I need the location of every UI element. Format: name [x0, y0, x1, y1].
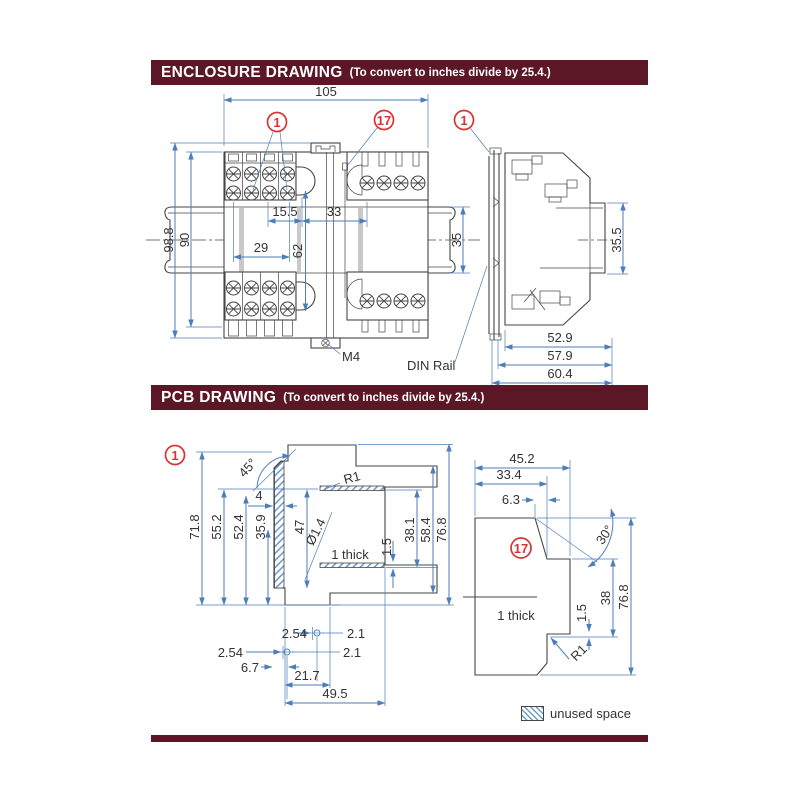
dim-h4: 35.9 [253, 514, 268, 539]
callout-side-1: 1 [453, 109, 490, 153]
terminal-block-top-right [346, 151, 429, 201]
din-rail-side [488, 147, 502, 341]
dim-slot-width: 4 [255, 488, 262, 503]
dim-notch-h-17: 38 [598, 591, 613, 605]
callout-number: 1 [171, 448, 178, 463]
dim-overall-width: 105 [315, 84, 337, 99]
dim-row-span: 62 [290, 244, 305, 258]
enclosure-side-dimensions: 35.5 52.9 57.9 60.4 DIN Rail [407, 202, 628, 387]
dim-body-height: 90 [177, 233, 192, 247]
callout-number: 1 [460, 113, 467, 128]
label-m4-screw: M4 [342, 349, 360, 364]
dim-lip-17: 1.5 [574, 604, 589, 622]
unused-space-strip-bottom [319, 562, 385, 568]
enclosure-header-title: ENCLOSURE DRAWING [161, 63, 343, 81]
unused-space-swatch [521, 706, 544, 721]
unused-space-strip-top [319, 485, 385, 491]
dim-h-overall: 76.8 [434, 517, 449, 542]
enclosure-section-header: ENCLOSURE DRAWING (To convert to inches … [151, 60, 648, 85]
dim-can-height: 35.5 [609, 227, 624, 252]
pcb-header-title: PCB DRAWING [161, 388, 277, 406]
pcb-section-header: PCB DRAWING (To convert to inches divide… [151, 385, 648, 410]
pcb-view17-dimensions: 45.2 33.4 6.3 30° 76.8 38 [474, 451, 636, 676]
latch-flag-top [295, 166, 316, 196]
dim-pitch-b: 2.54 [218, 645, 243, 660]
dim-pitch3: 29 [254, 240, 268, 255]
pcb17-profile-outline [474, 517, 571, 676]
callout-pcb-1: 1 [164, 444, 186, 466]
terminal-block-bottom-right [346, 271, 429, 333]
dim-h-right: 58.4 [418, 517, 433, 542]
dim-h-total: 71.8 [187, 514, 202, 539]
dim-off2: 21.7 [294, 668, 319, 683]
dim-pitch1: 15.5 [272, 204, 297, 219]
dim-h5: 47 [292, 520, 307, 534]
enclosure-front-dimensions: 105 98.8 90 35 15.5 33 29 62 [161, 84, 470, 364]
dim-depth1: 52.9 [547, 330, 572, 345]
hatch-legend: unused space [521, 706, 631, 721]
label-din-rail: DIN Rail [407, 358, 456, 373]
dim-off1: 6.7 [241, 660, 259, 675]
top-mount-tab [310, 142, 341, 154]
dim-h3: 52.4 [231, 514, 246, 539]
callout-front-1: 1 [252, 111, 288, 191]
unused-space-strip-vertical [274, 461, 285, 589]
dim-hole-a: 2.1 [347, 626, 365, 641]
dim-depth3: 60.4 [547, 366, 572, 381]
dim-rail-height: 35 [449, 233, 464, 247]
callout-number: 17 [377, 113, 391, 128]
callout-number: 1 [273, 115, 280, 130]
callout-17: 17 [346, 109, 395, 167]
label-thickness-17: 1 thick [497, 608, 535, 623]
center-joint [326, 152, 334, 338]
dim-overall-height: 98.8 [161, 227, 176, 252]
callout-number: 17 [514, 541, 528, 556]
dim-w3: 6.3 [502, 492, 520, 507]
dim-h2: 55.2 [209, 514, 224, 539]
dim-w1: 45.2 [509, 451, 534, 466]
pcb-view-17: 17 1 thick 45.2 33.4 6.3 30° [463, 451, 636, 676]
dim-pitch-a: 2.54 [282, 626, 307, 641]
dim-notch-h: 38.1 [402, 517, 417, 542]
dim-off3: 49.5 [322, 686, 347, 701]
side-terminal-details [511, 155, 578, 311]
dim-h-overall-17: 76.8 [616, 584, 631, 609]
dim-hole-b: 2.1 [343, 645, 361, 660]
dim-fillet-r1-17: R1 [567, 641, 589, 663]
dim-depth2: 57.9 [547, 348, 572, 363]
pcb-view1-dimensions: 45° 4 71.8 55.2 52.4 35.9 47 [187, 443, 454, 706]
label-thickness: 1 thick [331, 547, 369, 562]
relay-side-body [504, 152, 606, 326]
dim-pitch2: 33 [327, 204, 341, 219]
dim-w2: 33.4 [496, 467, 521, 482]
dim-fillet-r1: R1 [342, 468, 362, 487]
dim-chamfer-angle: 45° [235, 455, 259, 480]
pcb-header-note: (To convert to inches divide by 25.4.) [283, 391, 485, 404]
pcb-view-1: 1 45° 4 71.8 [164, 443, 454, 706]
unused-space-label: unused space [550, 706, 631, 721]
terminal-block-top-left [224, 151, 316, 201]
enclosure-header-note: (To convert to inches divide by 25.4.) [349, 66, 551, 79]
enclosure-side-view: 1 [407, 109, 628, 387]
enclosure-front-view: 105 98.8 90 35 15.5 33 29 62 [146, 84, 480, 364]
footer-rule [151, 735, 648, 742]
dim-lip: 1.5 [379, 538, 394, 556]
callout-pcb-17: 17 [510, 537, 532, 559]
